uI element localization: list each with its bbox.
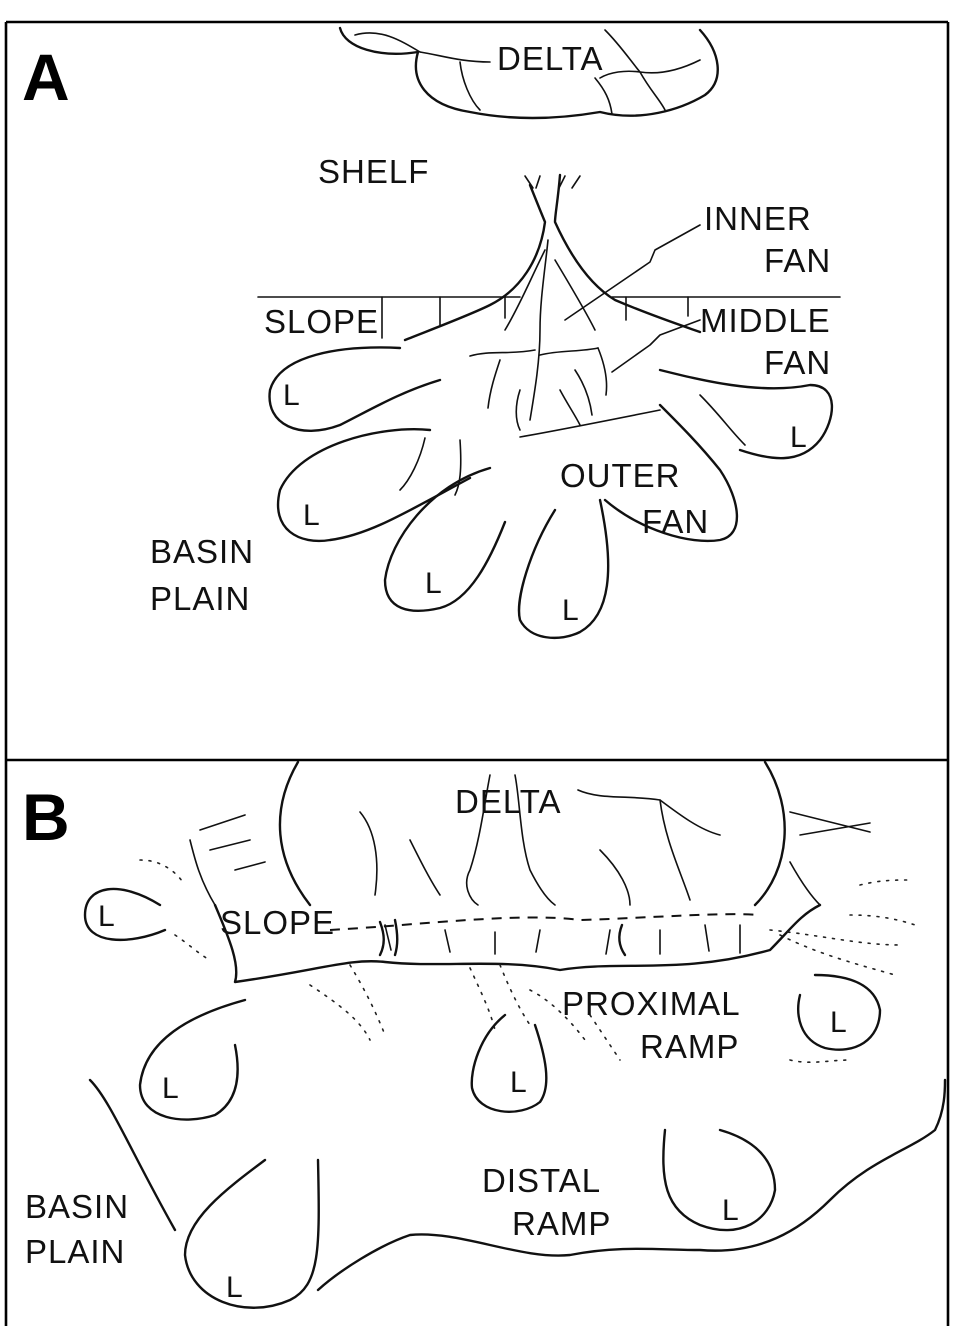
panel-a-delta-label: DELTA <box>497 40 603 77</box>
panel-b-distal-ramp-label-2: RAMP <box>512 1205 611 1242</box>
panel-b-proximal-ramp-label-1: PROXIMAL <box>562 985 741 1022</box>
panel-b-lobe-label-2: L <box>162 1072 179 1105</box>
panel-a-slope-label: SLOPE <box>264 303 379 340</box>
panel-a-inner-fan-label-1: INNER <box>704 200 812 237</box>
panel-b: B DELTA SLOPE <box>22 762 945 1308</box>
panel-b-slope-label: SLOPE <box>220 904 335 941</box>
panel-a-lobe-label-3: L <box>425 567 442 600</box>
panel-a-middle-fan-label-2: FAN <box>764 344 831 381</box>
panel-b-proximal-fan-textures <box>140 860 850 1062</box>
panel-a-lobe-label-5: L <box>790 421 807 454</box>
panel-b-distal-ramp-label-1: DISTAL <box>482 1162 601 1199</box>
panel-b-lobe-label-4: L <box>830 1006 847 1039</box>
panel-a-basin-plain-label-2: PLAIN <box>150 580 250 617</box>
panel-b-lobe-label-5: L <box>722 1194 739 1227</box>
panel-b-basin-plain-label-2: PLAIN <box>25 1233 125 1270</box>
panel-a-outer-fan-label-1: OUTER <box>560 457 681 494</box>
panel-a-middle-fan-boundary <box>520 410 660 437</box>
panel-a-inner-fan-label-2: FAN <box>764 242 831 279</box>
panel-b-delta-label: DELTA <box>455 783 561 820</box>
panel-a-lobes <box>270 347 832 637</box>
panel-a-feeder-channel <box>405 175 700 430</box>
panel-a-shelf-label: SHELF <box>318 153 429 190</box>
panel-a-lobe-label-1: L <box>283 379 300 412</box>
panel-a-lobe-label-4: L <box>562 594 579 627</box>
panel-a-lobe-label-2: L <box>303 499 320 532</box>
panel-b-basin-plain-label-1: BASIN <box>25 1188 129 1225</box>
panel-b-slope-belt <box>190 812 915 982</box>
panel-a-middle-fan-label-1: MIDDLE <box>700 302 831 339</box>
panel-a-outer-fan-label-2: FAN <box>642 503 709 540</box>
panel-a-basin-plain-label-1: BASIN <box>150 533 254 570</box>
panel-a: A DELTA SHELF SLOPE <box>22 28 840 638</box>
panel-a-letter: A <box>22 40 70 114</box>
panel-b-proximal-ramp-label-2: RAMP <box>640 1028 739 1065</box>
panel-b-letter: B <box>22 780 70 854</box>
panel-b-lobe-label-3: L <box>510 1066 527 1099</box>
panel-b-lobe-label-1: L <box>98 900 115 933</box>
panel-b-lobe-label-6: L <box>226 1271 243 1304</box>
